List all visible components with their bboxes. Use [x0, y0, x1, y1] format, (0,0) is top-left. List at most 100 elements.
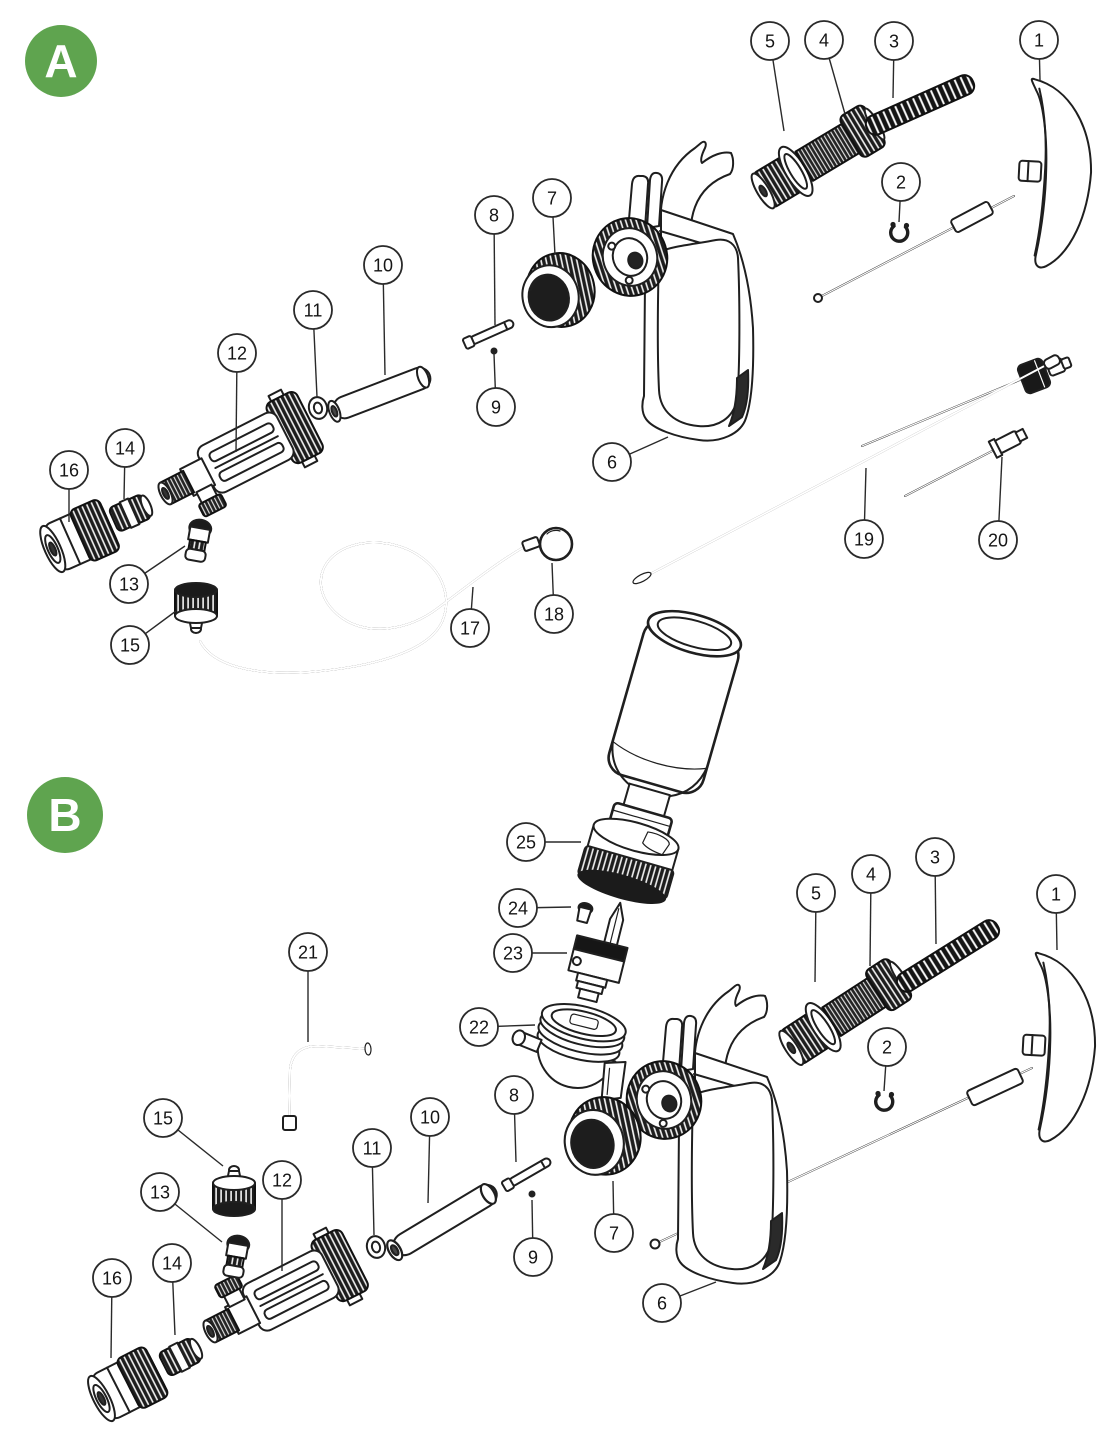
draw-off-hose-a	[199, 526, 574, 674]
ball-detent-b	[528, 1190, 536, 1198]
svg-text:13: 13	[119, 575, 139, 595]
callout-b-3: 3	[915, 837, 955, 945]
svg-text:15: 15	[120, 636, 140, 656]
section-b-exploded-view	[80, 609, 1101, 1429]
plunger-rod-a	[813, 195, 1015, 303]
svg-text:4: 4	[866, 865, 876, 885]
barb-fitting-b	[220, 1232, 252, 1280]
svg-text:B: B	[48, 789, 81, 841]
svg-text:7: 7	[547, 189, 557, 209]
t-handle-a	[1013, 77, 1097, 271]
svg-text:24: 24	[508, 899, 528, 919]
draw-off-spike-b	[567, 901, 629, 1004]
svg-text:20: 20	[988, 531, 1008, 551]
svg-text:5: 5	[765, 32, 775, 52]
callout-b-8: 8	[494, 1075, 534, 1163]
svg-text:12: 12	[272, 1171, 292, 1191]
callout-a-10: 10	[363, 245, 403, 376]
badge-b: B	[27, 777, 103, 853]
callout-b-25: 25	[506, 822, 581, 862]
callout-b-11: 11	[352, 1128, 392, 1236]
callout-b-9: 9	[513, 1199, 553, 1277]
cap-barb-b	[212, 1165, 256, 1217]
svg-text:10: 10	[420, 1108, 440, 1128]
callout-b-22: 22	[459, 1007, 536, 1047]
svg-text:2: 2	[882, 1038, 892, 1058]
svg-text:3: 3	[930, 848, 940, 868]
svg-text:9: 9	[491, 398, 501, 418]
bent-draw-tube-b	[282, 1042, 372, 1131]
svg-text:10: 10	[373, 256, 393, 276]
ball-detent-a	[490, 347, 498, 355]
section-badges: AB	[25, 25, 103, 853]
callout-a-19: 19	[844, 467, 884, 559]
barrel-a	[141, 383, 330, 533]
callout-a-16: 16	[49, 450, 89, 522]
tail-fitting-a	[106, 490, 157, 535]
section-a-exploded-view	[33, 71, 1097, 674]
cap-barb-a	[174, 582, 218, 634]
svg-text:A: A	[44, 35, 77, 87]
gun-body-a	[581, 140, 755, 442]
svg-text:5: 5	[811, 884, 821, 904]
callout-b-2: 2	[867, 1027, 907, 1092]
callout-a-1: 1	[1019, 20, 1059, 81]
callout-a-2: 2	[881, 162, 921, 223]
svg-text:1: 1	[1034, 31, 1044, 51]
barb-fitting-a	[182, 516, 214, 564]
svg-text:8: 8	[489, 206, 499, 226]
spring-b	[892, 915, 1004, 997]
washer-b	[363, 1233, 389, 1261]
callout-b-16: 16	[92, 1258, 132, 1359]
svg-text:21: 21	[298, 943, 318, 963]
bottle-cap-adapter-b	[577, 817, 680, 904]
tube-b	[383, 1179, 503, 1264]
callout-a-4: 4	[804, 20, 846, 115]
svg-text:6: 6	[657, 1294, 667, 1314]
svg-text:6: 6	[607, 453, 617, 473]
callout-b-6: 6	[642, 1281, 717, 1323]
svg-text:25: 25	[516, 833, 536, 853]
hose-weight-ball-a	[538, 526, 574, 562]
svg-text:17: 17	[460, 619, 480, 639]
coupler-a	[33, 497, 122, 579]
valve-body-b	[511, 1003, 627, 1102]
vent-plug-b	[576, 902, 594, 924]
bottle-b	[607, 609, 743, 845]
washer-a	[305, 394, 331, 422]
callout-a-7: 7	[532, 178, 572, 256]
svg-text:14: 14	[162, 1254, 182, 1274]
svg-text:11: 11	[304, 301, 323, 321]
pin-b	[500, 1154, 554, 1193]
callout-a-8: 8	[474, 195, 514, 326]
callout-b-10: 10	[410, 1097, 450, 1204]
svg-text:15: 15	[153, 1109, 173, 1129]
callout-b-24: 24	[498, 888, 572, 928]
needle-a	[904, 427, 1029, 497]
e-clip-b	[874, 1090, 895, 1112]
svg-text:23: 23	[503, 944, 523, 964]
svg-text:13: 13	[150, 1183, 170, 1203]
svg-text:16: 16	[102, 1269, 122, 1289]
svg-text:4: 4	[819, 31, 829, 51]
svg-text:11: 11	[363, 1139, 382, 1159]
svg-text:1: 1	[1051, 885, 1061, 905]
knurled-nut-a	[513, 245, 603, 336]
svg-text:18: 18	[544, 605, 564, 625]
callout-a-14: 14	[105, 428, 145, 500]
svg-text:7: 7	[609, 1224, 619, 1244]
svg-text:12: 12	[227, 344, 247, 364]
callout-a-6: 6	[592, 436, 669, 482]
callout-b-23: 23	[493, 933, 567, 973]
callout-a-11: 11	[293, 290, 333, 398]
plunger-shaft-stopper-a	[861, 356, 1073, 447]
svg-text:16: 16	[59, 461, 79, 481]
svg-text:8: 8	[509, 1086, 519, 1106]
callout-b-15: 15	[143, 1098, 224, 1167]
spring-a	[861, 71, 979, 139]
coupler-b	[80, 1344, 171, 1429]
callout-b-13: 13	[140, 1172, 223, 1243]
